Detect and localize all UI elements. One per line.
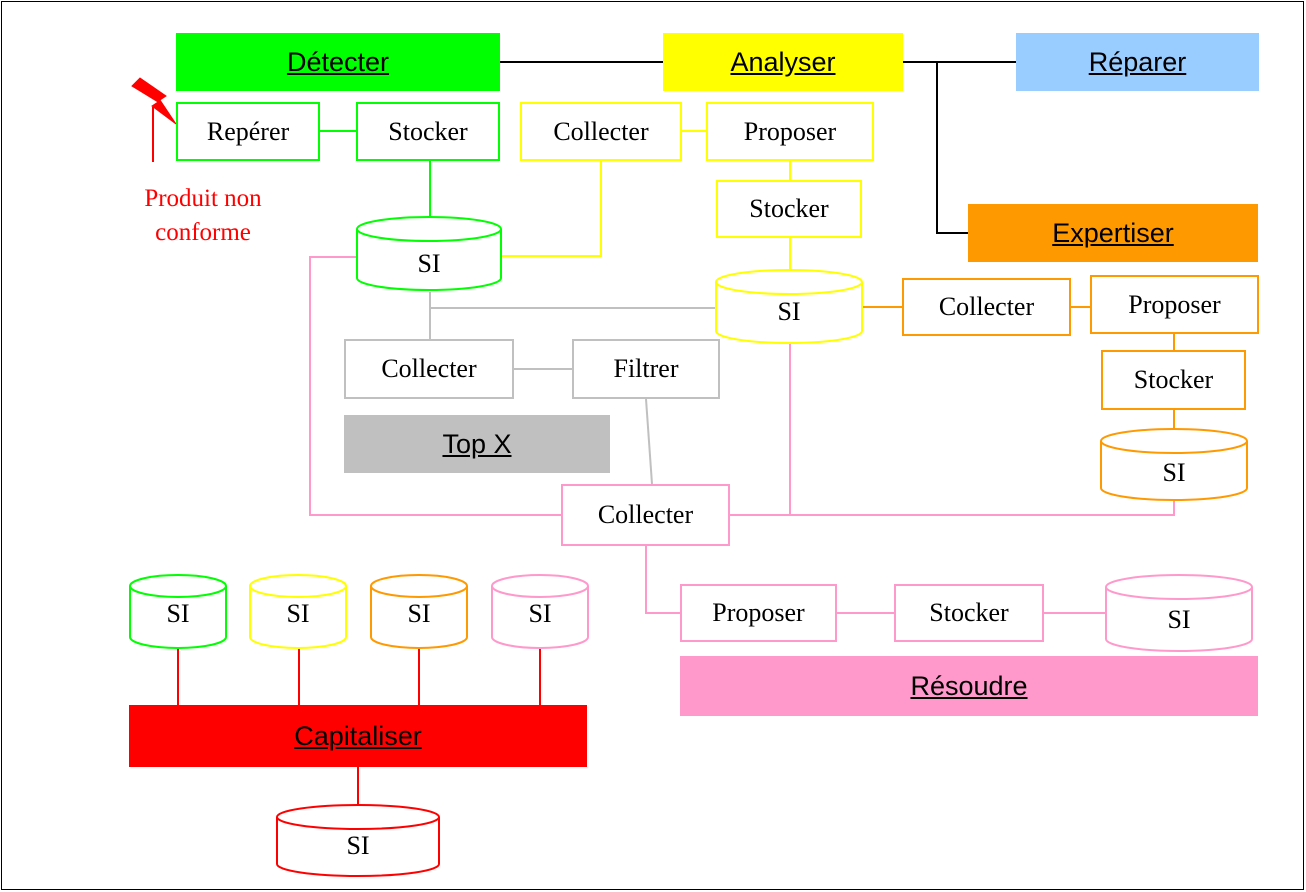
- pink-connectors: [309, 256, 1175, 614]
- phase-capitaliser: Capitaliser: [129, 705, 587, 767]
- orange-connectors: [862, 306, 1175, 435]
- step-proposer: Proposer: [706, 102, 874, 161]
- nonconformity-note: Produit non conforme: [108, 182, 298, 250]
- database-label: SI: [1162, 458, 1186, 487]
- red-connectors: [152, 107, 541, 820]
- database-cylinder: [356, 216, 502, 291]
- step-proposer: Proposer: [680, 584, 837, 642]
- green-connectors: [320, 130, 431, 224]
- step-reperer: Repérer: [176, 102, 320, 161]
- step-collecter: Collecter: [561, 484, 730, 546]
- database-label: SI: [286, 599, 310, 628]
- database-cylinder: [715, 269, 863, 344]
- phase-analyser: Analyser: [663, 33, 903, 91]
- note-line-2: conforme: [155, 219, 251, 246]
- database-cylinder: [491, 574, 589, 649]
- database-cylinder: [1105, 574, 1253, 652]
- database-cylinder: [276, 804, 440, 877]
- database-cylinder: [370, 574, 468, 649]
- phase-detecter: Détecter: [176, 33, 500, 91]
- database-label: SI: [346, 831, 370, 860]
- grey-connectors: [429, 292, 716, 485]
- phase-connectors: [500, 61, 1016, 234]
- database-label: SI: [777, 297, 801, 326]
- yellow-connectors: [501, 130, 791, 274]
- step-stocker: Stocker: [894, 584, 1044, 642]
- database-label: SI: [1167, 605, 1191, 634]
- step-collecter: Collecter: [344, 339, 514, 399]
- lightning-bolt-icon: [131, 77, 177, 125]
- phase-resoudre: Résoudre: [680, 656, 1258, 716]
- database-label: SI: [407, 599, 431, 628]
- step-stocker: Stocker: [356, 102, 500, 161]
- database-label: SI: [417, 249, 441, 278]
- step-collecter: Collecter: [520, 102, 682, 161]
- database-label: SI: [528, 599, 552, 628]
- step-collecter: Collecter: [902, 278, 1071, 336]
- phase-topx: Top X: [344, 415, 610, 473]
- step-stocker: Stocker: [1101, 350, 1246, 410]
- database-cylinder: [249, 574, 347, 649]
- phase-expertiser: Expertiser: [968, 204, 1258, 262]
- step-proposer: Proposer: [1090, 275, 1259, 334]
- step-stocker: Stocker: [716, 180, 862, 238]
- database-cylinder: [129, 574, 227, 649]
- note-line-1: Produit non: [144, 185, 262, 212]
- database-label: SI: [166, 599, 190, 628]
- database-cylinder: [1100, 428, 1248, 501]
- phase-reparer: Réparer: [1016, 33, 1259, 91]
- step-filtrer: Filtrer: [572, 339, 720, 399]
